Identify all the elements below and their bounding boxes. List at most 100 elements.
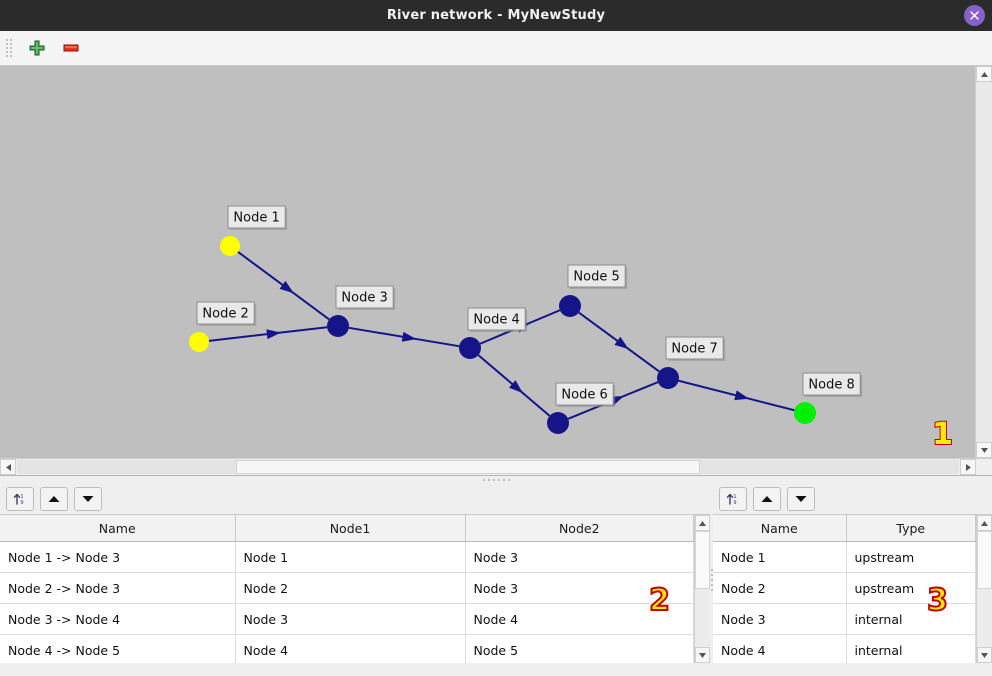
table-cell[interactable]: Node 3 [465,572,694,604]
node-label-text: Node 3 [341,291,387,306]
table-cell[interactable]: Node 3 [713,603,847,635]
table-cell[interactable]: Node 3 [235,603,466,635]
graph-node[interactable] [547,412,569,434]
scroll-right-button[interactable] [960,459,976,475]
reaches-scroll-down-button[interactable] [695,647,710,664]
table-cell[interactable]: Node 4 [235,634,466,664]
annotation-marker-3: 3 [926,582,949,619]
nodes-scroll-down-button[interactable] [977,647,992,664]
table-cell[interactable]: Node 3 [465,541,694,573]
hscroll-thumb[interactable] [236,460,700,474]
node-label-box[interactable] [467,307,526,331]
table-cell[interactable]: upstream [846,541,976,573]
vertical-splitter[interactable] [710,484,713,676]
arrow-down-icon[interactable] [787,487,815,511]
nodes-scroll-thumb[interactable] [977,531,992,589]
table-cell[interactable]: internal [846,634,976,664]
scroll-up-button[interactable] [976,66,992,82]
arrow-down-icon[interactable] [74,487,102,511]
column-header-type[interactable]: Type [846,515,976,542]
graph-horizontal-scrollbar[interactable] [0,458,992,475]
table-cell[interactable]: Node 1 [713,541,847,573]
arrow-up-icon[interactable] [40,487,68,511]
sort-ascending-icon[interactable]: 1 9 [6,487,34,511]
reaches-vertical-scrollbar[interactable] [694,515,710,664]
node-label-box[interactable] [196,301,255,325]
red-minus-icon[interactable] [60,37,82,59]
reaches-scroll-up-button[interactable] [695,515,710,531]
annotation-marker-2: 2 [648,582,671,619]
column-header-name[interactable]: Name [0,515,236,542]
table-cell[interactable]: Node 3 -> Node 4 [0,603,236,635]
node-label-text: Node 1 [233,211,279,226]
node-label-box[interactable] [335,285,394,309]
hscroll-track-right[interactable] [700,460,959,474]
node-label-box[interactable] [567,264,626,288]
table-cell[interactable]: Node 2 [235,572,466,604]
table-cell[interactable]: internal [846,603,976,635]
scroll-down-button[interactable] [976,442,992,458]
svg-text:9: 9 [733,500,736,506]
node-label-text: Node 4 [473,313,519,328]
nodes-vertical-scrollbar[interactable] [976,515,992,664]
sort-ascending-icon[interactable]: 1 9 [719,487,747,511]
reaches-toolbar: 1 9 [0,484,710,514]
node-label-box[interactable] [227,205,286,229]
reaches-scroll-thumb[interactable] [695,531,710,589]
main-toolbar [0,31,992,66]
scroll-left-button[interactable] [0,459,16,475]
graph-node[interactable] [327,315,349,337]
node-label-box[interactable] [665,336,724,360]
graph-node[interactable] [657,367,679,389]
table-cell[interactable]: Node 4 [713,634,847,664]
svg-text:1: 1 [733,494,736,500]
window-title: River network - MyNewStudy [386,8,606,23]
graph-node[interactable] [794,402,816,424]
table-cell[interactable]: Node 2 [713,572,847,604]
graph-node[interactable] [189,332,209,352]
column-header-node2[interactable]: Node2 [465,515,694,542]
node-label-text: Node 2 [202,307,248,322]
graph-node[interactable] [459,337,481,359]
node-label-box[interactable] [555,382,614,406]
green-plus-icon[interactable] [26,37,48,59]
node-label-box[interactable] [802,372,861,396]
graph-node[interactable] [220,236,240,256]
arrow-up-icon[interactable] [753,487,781,511]
table-cell[interactable]: Node 5 [465,634,694,664]
table-cell[interactable]: Node 2 -> Node 3 [0,572,236,604]
nodes-toolbar: 1 9 [713,484,992,514]
graph-edge-arrow [279,280,294,294]
column-header-node1[interactable]: Node1 [235,515,466,542]
graph-vertical-scrollbar[interactable] [975,66,992,458]
column-header-name[interactable]: Name [713,515,847,542]
horizontal-splitter[interactable] [0,475,992,484]
table-cell[interactable]: Node 4 -> Node 5 [0,634,236,664]
table-cell[interactable]: upstream [846,572,976,604]
table-cell[interactable]: Node 4 [465,603,694,635]
table-cell[interactable]: Node 1 [235,541,466,573]
close-icon[interactable] [964,5,985,26]
graph-node[interactable] [559,295,581,317]
table-cell[interactable]: Node 1 -> Node 3 [0,541,236,573]
hscroll-track-left[interactable] [17,460,236,474]
toolbar-grip[interactable] [6,38,12,58]
nodes-scroll-up-button[interactable] [977,515,992,531]
vertical-splitter-grip [710,569,713,591]
